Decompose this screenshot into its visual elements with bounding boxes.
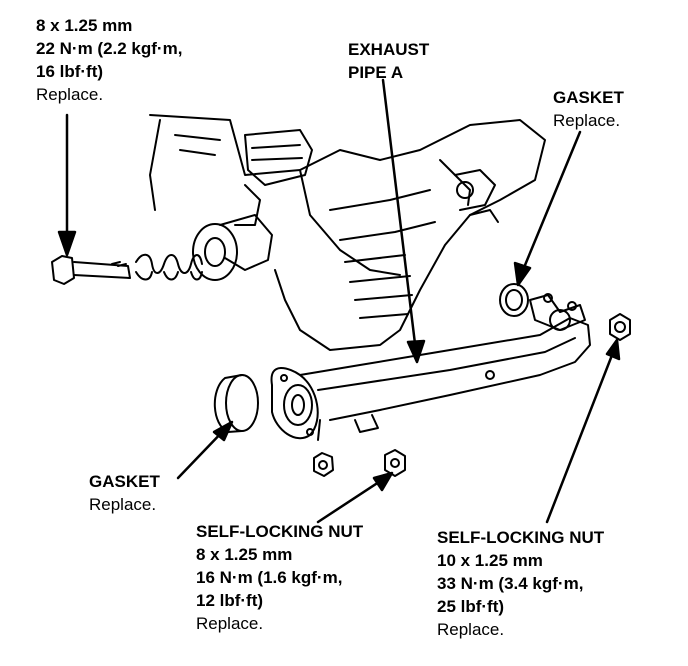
self-locking-nut-left [313,452,334,477]
bolt-torque: 22 N·m (2.2 kgf·m, [36,39,183,58]
nut-center-torque-imperial: 12 lbf·ft) [196,591,264,610]
self-locking-nut-right [609,313,631,341]
gasket-left-callout: GASKET Replace. [89,470,160,516]
gasket-left-replace-note: Replace. [89,495,157,514]
gasket-right-replace-note: Replace. [553,111,621,130]
gasket-left-title: GASKET [89,472,160,491]
nut-right-callout: SELF-LOCKING NUT 10 x 1.25 mm 33 N·m (3.… [437,526,604,641]
exhaust-pipe-label-line1: EXHAUST [348,40,430,59]
exhaust-pipe-callout: EXHAUST PIPE A [348,38,429,84]
bolt-replace-note: Replace. [36,85,104,104]
bolt-thread-size: 8 x 1.25 mm [36,16,133,35]
nut-right-title: SELF-LOCKING NUT [437,528,605,547]
gasket-right-callout: GASKET Replace. [553,86,624,132]
pipe-flange-left [270,367,319,440]
nut-center-torque: 16 N·m (1.6 kgf·m, [196,568,343,587]
gasket-ring-right [499,283,529,317]
nut-center-title: SELF-LOCKING NUT [196,522,364,541]
exhaust-pipe-label-line2: PIPE A [348,63,404,82]
nut-center-thread-size: 8 x 1.25 mm [196,545,293,564]
bolt-torque-imperial: 16 lbf·ft) [36,62,104,81]
nut-right-torque: 33 N·m (3.4 kgf·m, [437,574,584,593]
engine-block-outline [149,114,546,351]
flange-bolt-with-spring [51,253,203,285]
exhaust-pipe-a [299,293,591,441]
leader-lines [57,78,621,524]
nut-right-replace-note: Replace. [437,620,505,639]
nut-center-replace-note: Replace. [196,614,264,633]
gasket-donut-left [213,374,259,433]
self-locking-nut-center [384,449,406,477]
gasket-right-title: GASKET [553,88,624,107]
nut-right-thread-size: 10 x 1.25 mm [437,551,543,570]
bolt-spec-callout: 8 x 1.25 mm 22 N·m (2.2 kgf·m, 16 lbf·ft… [36,14,182,106]
nut-center-callout: SELF-LOCKING NUT 8 x 1.25 mm 16 N·m (1.6… [196,520,363,635]
driveshaft [192,129,313,281]
nut-right-torque-imperial: 25 lbf·ft) [437,597,505,616]
